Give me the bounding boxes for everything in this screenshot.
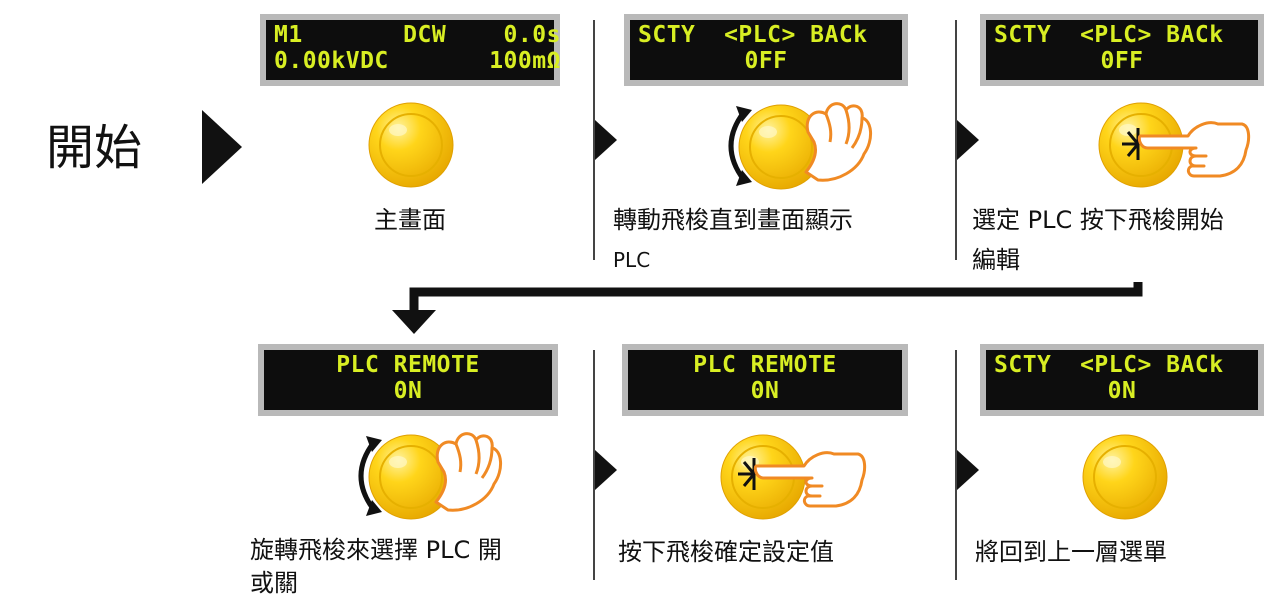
step-3-caption-line-1: 選定 PLC 按下飛梭開始: [972, 206, 1224, 234]
play-arrow-icon: [595, 450, 617, 490]
step-2-caption-line-1: 轉動飛梭直到畫面顯示: [613, 206, 853, 234]
down-arrow-icon: [392, 282, 1143, 334]
lcd-line-1: M1 DCW 0.0s: [274, 22, 561, 48]
lcd-line-1: PLC REMOTE: [693, 352, 837, 378]
hand-press-icon: [1122, 121, 1251, 178]
step-4-caption-line-2: 或關: [250, 569, 298, 597]
lcd-line-1: SCTY <PLC> BACk: [638, 22, 868, 48]
rotate-arrow-icon: [728, 106, 752, 186]
hand-press-icon: [738, 451, 867, 508]
step-4-caption-line-1: 旋轉飛梭來選擇 PLC 開: [250, 536, 502, 564]
knob-icon: [368, 434, 454, 520]
lcd-line-1: SCTY <PLC> BACk: [994, 22, 1224, 48]
lcd-line-2: 0.00kVDC 100mΩ: [274, 48, 561, 74]
lcd-display-2: SCTY <PLC> BACk 0FF: [624, 14, 908, 86]
play-arrow-icon: [595, 120, 617, 160]
step-2-caption-line-2: PLC: [613, 248, 651, 272]
lcd-line-1: PLC REMOTE: [336, 352, 480, 378]
start-label: 開始: [46, 120, 143, 176]
lcd-display-6: SCTY <PLC> BACk 0N: [980, 344, 1264, 416]
lcd-line-1: SCTY <PLC> BACk: [994, 352, 1224, 378]
lcd-display-3: SCTY <PLC> BACk 0FF: [980, 14, 1264, 86]
step-3-caption-line-2: 編輯: [972, 246, 1020, 274]
step-6-caption: 將回到上一層選單: [975, 538, 1167, 566]
knob-icon: [738, 104, 824, 190]
hand-turn-icon: [434, 432, 502, 512]
divider-3: [593, 350, 595, 580]
hand-turn-icon: [804, 102, 872, 182]
divider-1: [593, 20, 595, 260]
knob-icon: [1082, 434, 1168, 520]
lcd-display-5: PLC REMOTE 0N: [622, 344, 908, 416]
lcd-line-2: 0N: [1107, 378, 1137, 404]
play-arrow-icon: [202, 110, 242, 184]
rotate-arrow-icon: [358, 436, 382, 516]
divider-2: [955, 20, 957, 260]
step-1-caption: 主畫面: [374, 206, 446, 234]
lcd-line-2: 0N: [393, 378, 423, 404]
lcd-display-1: M1 DCW 0.0s 0.00kVDC 100mΩ: [260, 14, 560, 86]
lcd-display-4: PLC REMOTE 0N: [258, 344, 558, 416]
lcd-line-2: 0N: [750, 378, 780, 404]
lcd-line-2: 0FF: [1100, 48, 1144, 74]
play-arrow-icon: [957, 450, 979, 490]
lcd-line-2: 0FF: [744, 48, 788, 74]
divider-4: [955, 350, 957, 580]
knob-icon: [368, 102, 454, 188]
step-5-caption: 按下飛梭確定設定值: [618, 538, 834, 566]
play-arrow-icon: [957, 120, 979, 160]
